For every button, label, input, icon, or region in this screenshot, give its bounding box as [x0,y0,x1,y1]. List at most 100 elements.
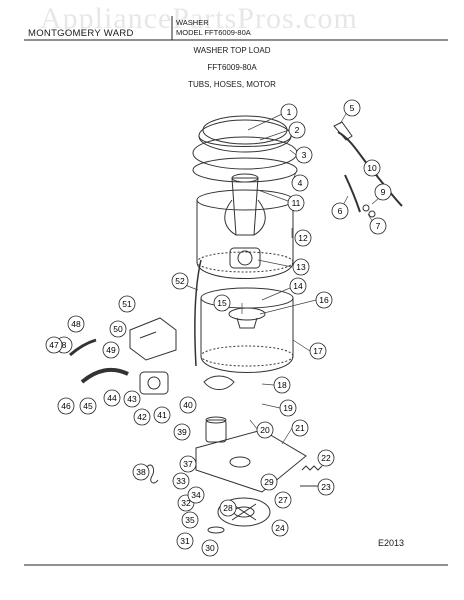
callout-label: 15 [217,298,227,308]
callout-41[interactable]: 40 [179,396,197,414]
callout-label: 23 [321,482,331,492]
callout-label: 9 [381,187,386,197]
callout-7[interactable]: 7 [369,217,387,235]
callout-35[interactable]: 34 [187,486,205,504]
callout-36[interactable]: 35 [181,511,199,529]
callout-label: 22 [321,453,331,463]
callout-4[interactable]: 4 [291,174,309,192]
callout-47[interactable]: 46 [57,397,75,415]
callout-markers: 1 2 3 4 5 6 7 8 9 10 11 12 13 14 15 16 1… [45,99,392,557]
callout-label: 28 [223,503,233,513]
callout-label: 5 [350,103,355,113]
header-model: MODEL FFT6009-80A [176,28,251,37]
callout-label: 41 [157,410,167,420]
callout-11[interactable]: 11 [287,194,305,212]
callout-label: 19 [283,403,293,413]
callout-40[interactable]: 39 [173,423,191,441]
callout-23[interactable]: 22 [317,449,335,467]
callout-48[interactable]: 47 [45,336,63,354]
callout-label: 52 [175,276,185,286]
callout-label: 6 [338,206,343,216]
callout-label: 47 [49,340,59,350]
callout-12[interactable]: 12 [294,229,312,247]
callout-31[interactable]: 30 [201,539,219,557]
callout-49[interactable]: 48 [67,315,85,333]
callout-label: 31 [180,536,190,546]
callout-label: 30 [205,543,215,553]
callout-label: 35 [185,515,195,525]
callout-label: 7 [376,221,381,231]
callout-24[interactable]: 23 [317,478,335,496]
callout-42[interactable]: 41 [153,406,171,424]
callout-46[interactable]: 45 [79,397,97,415]
callout-30[interactable]: 29 [260,473,278,491]
callout-label: 38 [136,467,146,477]
diagram-title-type: WASHER TOP LOAD [193,46,271,55]
callout-27[interactable]: 24 [271,519,289,537]
callout-label: 3 [302,150,307,160]
callout-20[interactable]: 19 [279,399,297,417]
callout-28[interactable]: 27 [274,491,292,509]
callout-44[interactable]: 43 [123,390,141,408]
callout-14[interactable]: 14 [289,277,307,295]
callout-50[interactable]: 49 [102,341,120,359]
callout-label: 21 [295,423,305,433]
callout-38[interactable]: 37 [179,455,197,473]
callout-9[interactable]: 9 [374,183,392,201]
callout-53[interactable]: 52 [171,272,189,290]
callout-19[interactable]: 18 [273,376,291,394]
callout-label: 40 [183,400,193,410]
callout-label: 43 [127,394,137,404]
callout-2[interactable]: 2 [288,121,306,139]
leader-lines [179,106,386,445]
callout-5[interactable]: 5 [343,99,361,117]
callout-52[interactable]: 51 [118,295,136,313]
callout-label: 37 [183,459,193,469]
diagram-code: E2013 [378,538,405,548]
header-brand: MONTGOMERY WARD [28,28,134,39]
diagram-title-section: TUBS, HOSES, MOTOR [188,80,276,89]
callout-22[interactable]: 21 [291,419,309,437]
callout-3[interactable]: 3 [295,146,313,164]
callout-label: 24 [275,523,285,533]
callout-32[interactable]: 31 [176,532,194,550]
callout-label: 12 [298,233,308,243]
callout-label: 20 [260,425,270,435]
callout-16[interactable]: 16 [315,291,333,309]
callout-43[interactable]: 42 [133,408,151,426]
callout-label: 39 [177,427,187,437]
callout-6[interactable]: 6 [331,202,349,220]
callout-34[interactable]: 33 [172,472,190,490]
callout-45[interactable]: 44 [103,389,121,407]
diagram-title-model: FFT6009-80A [207,63,257,72]
callout-label: 33 [176,476,186,486]
washer-assembly-art [69,115,403,534]
callout-label: 2 [295,125,300,135]
callout-39[interactable]: 38 [132,463,150,481]
callout-51[interactable]: 50 [109,320,127,338]
callout-label: 18 [277,380,287,390]
callout-label: 46 [61,401,71,411]
callout-21[interactable]: 20 [256,421,274,439]
callout-13[interactable]: 13 [292,258,310,276]
callout-label: 4 [298,178,303,188]
callout-label: 42 [137,412,147,422]
callout-label: 8 [62,340,67,350]
callout-10[interactable]: 10 [363,159,381,177]
callout-label: 17 [313,346,323,356]
callout-label: 10 [367,163,377,173]
callout-29[interactable]: 28 [219,499,237,517]
callout-label: 1 [287,107,292,117]
callout-1[interactable]: 1 [280,103,298,121]
callout-label: 32 [181,498,191,508]
callout-label: 13 [296,262,306,272]
callout-15[interactable]: 15 [213,294,231,312]
callout-label: 27 [278,495,288,505]
callout-label: 51 [122,299,132,309]
callout-label: 34 [191,490,201,500]
callout-18[interactable]: 17 [309,342,327,360]
header-product: WASHER [176,18,209,27]
callout-label: 11 [292,198,301,208]
callout-label: 29 [264,477,274,487]
